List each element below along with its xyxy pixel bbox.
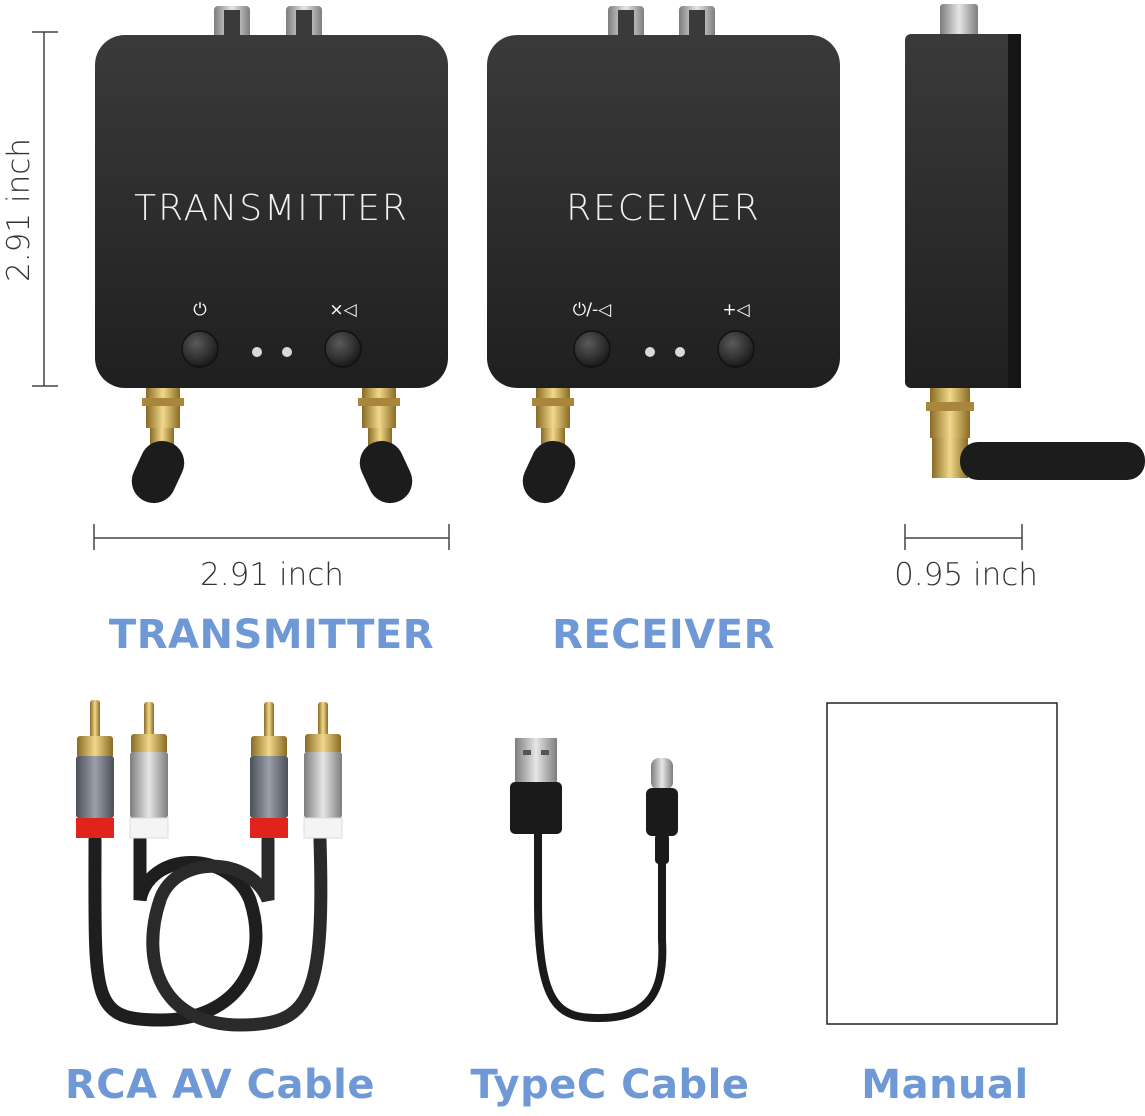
receiver-rca-jack-left xyxy=(608,6,644,40)
transmitter-led-1 xyxy=(252,347,262,357)
power-volume-down-icon: ⏻/-◁ xyxy=(572,300,612,320)
manual-sheet xyxy=(826,702,1058,1025)
receiver-power-vol-down-button[interactable] xyxy=(573,330,611,368)
height-dimension-line xyxy=(32,31,58,387)
transmitter-mute-button[interactable] xyxy=(324,330,362,368)
receiver-antenna xyxy=(522,388,576,504)
device-side-view xyxy=(905,4,1145,480)
receiver-led-1 xyxy=(645,347,655,357)
receiver-body xyxy=(487,35,840,388)
transmitter-body xyxy=(95,35,448,388)
rca-plug-red-1 xyxy=(76,700,114,838)
caption-typec-cable: TypeC Cable xyxy=(470,1062,750,1108)
receiver-device xyxy=(487,6,840,504)
caption-manual: Manual xyxy=(861,1062,1029,1108)
transmitter-led-2 xyxy=(282,347,292,357)
transmitter-device-label: TRANSMITTER xyxy=(134,188,409,229)
height-dimension-label: 2.91 inch xyxy=(1,138,37,282)
transmitter-rca-jack-right xyxy=(286,6,322,40)
mute-icon: ×◁ xyxy=(329,300,357,320)
depth-dimension-line xyxy=(904,524,1023,550)
usb-c-plug xyxy=(646,758,678,864)
rca-av-cable xyxy=(76,700,343,1032)
width-dimension-line xyxy=(93,524,450,550)
transmitter-rca-jack-left xyxy=(214,6,250,40)
rca-plug-red-2 xyxy=(250,702,288,838)
power-icon: ⏻ xyxy=(193,300,207,320)
rca-plug-white-2 xyxy=(303,702,343,839)
caption-receiver: RECEIVER xyxy=(552,612,775,658)
receiver-rca-jack-right xyxy=(679,6,715,40)
transmitter-power-button[interactable] xyxy=(181,330,219,368)
receiver-vol-up-button[interactable] xyxy=(717,330,755,368)
volume-up-icon: +◁ xyxy=(722,300,750,320)
transmitter-antenna-right xyxy=(358,388,413,504)
usb-a-plug xyxy=(510,738,562,834)
receiver-led-2 xyxy=(675,347,685,357)
transmitter-antenna-left xyxy=(131,388,185,504)
caption-rca-av-cable: RCA AV Cable xyxy=(65,1062,375,1108)
width-dimension-label: 2.91 inch xyxy=(200,557,344,593)
depth-dimension-label: 0.95 inch xyxy=(894,557,1038,593)
transmitter-device xyxy=(95,6,448,504)
receiver-device-label: RECEIVER xyxy=(566,188,761,229)
typec-cable xyxy=(510,738,678,1023)
rca-plug-white-1 xyxy=(129,702,169,839)
caption-transmitter: TRANSMITTER xyxy=(108,612,435,658)
